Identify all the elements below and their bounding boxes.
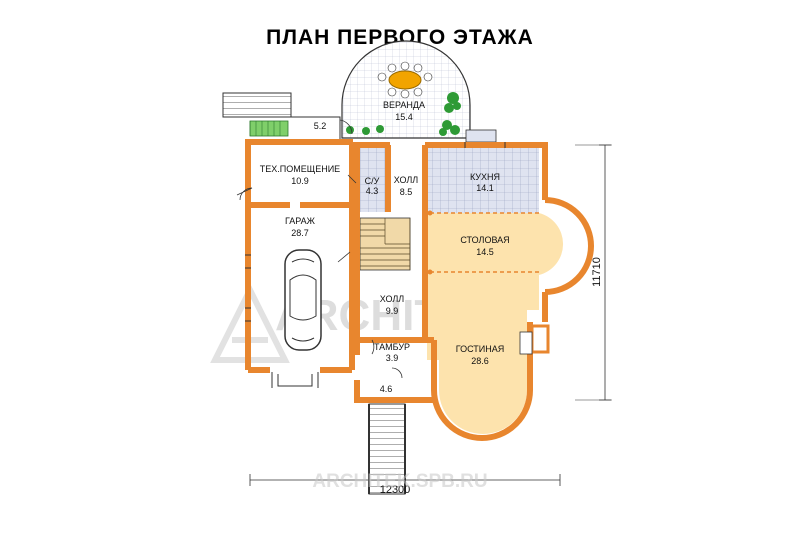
living-area: 28.6 [471, 356, 489, 366]
garage-door [271, 372, 319, 388]
doors [236, 119, 403, 379]
entrance-stair [368, 403, 406, 495]
walls [245, 139, 594, 441]
living-name: ГОСТИНАЯ [456, 344, 505, 354]
garage-area: 28.7 [291, 228, 309, 238]
tech-room-name: ТЕХ.ПОМЕЩЕНИЕ [260, 164, 340, 174]
tech-room-area: 10.9 [291, 176, 309, 186]
fireplace [530, 324, 550, 354]
veranda-name: ВЕРАНДА [383, 100, 425, 110]
width-dimension: 12300 [380, 484, 411, 496]
car-icon [284, 249, 322, 351]
fireplace-hearth [519, 331, 533, 355]
inner-stair [359, 217, 411, 271]
windows [245, 142, 506, 322]
dining-area: 14.5 [476, 247, 494, 257]
porch-area [222, 92, 341, 140]
garage-name: ГАРАЖ [285, 216, 316, 226]
entrance-area: 4.6 [380, 384, 393, 394]
kitchen-area: 14.1 [476, 183, 494, 193]
hall-top-name: ХОЛЛ [394, 175, 419, 185]
kitchen-name: КУХНЯ [470, 172, 500, 182]
wc-floor [360, 148, 386, 212]
plan-title: ПЛАН ПЕРВОГО ЭТАЖА [266, 26, 534, 49]
tambour-name: ТАМБУР [374, 342, 410, 352]
veranda [341, 40, 497, 143]
watermark-site: ARCHITEK.SPB.RU [312, 471, 487, 492]
wc-area: 4.3 [366, 186, 379, 196]
dimension-lines [249, 144, 612, 486]
veranda-area: 15.4 [395, 112, 413, 122]
hall-mid-name: ХОЛЛ [380, 294, 405, 304]
hall-top-area: 8.5 [400, 187, 413, 197]
hall-mid-area: 9.9 [386, 306, 399, 316]
living-floor [427, 300, 527, 434]
tambour-area: 3.9 [386, 353, 399, 363]
kitchen-floor [427, 143, 539, 213]
height-dimension: 11710 [591, 257, 603, 287]
dining-name: СТОЛОВАЯ [460, 235, 509, 245]
dining-floor [427, 213, 564, 310]
porch-area-label: 5.2 [314, 121, 327, 131]
wc-name: С/У [365, 176, 380, 186]
